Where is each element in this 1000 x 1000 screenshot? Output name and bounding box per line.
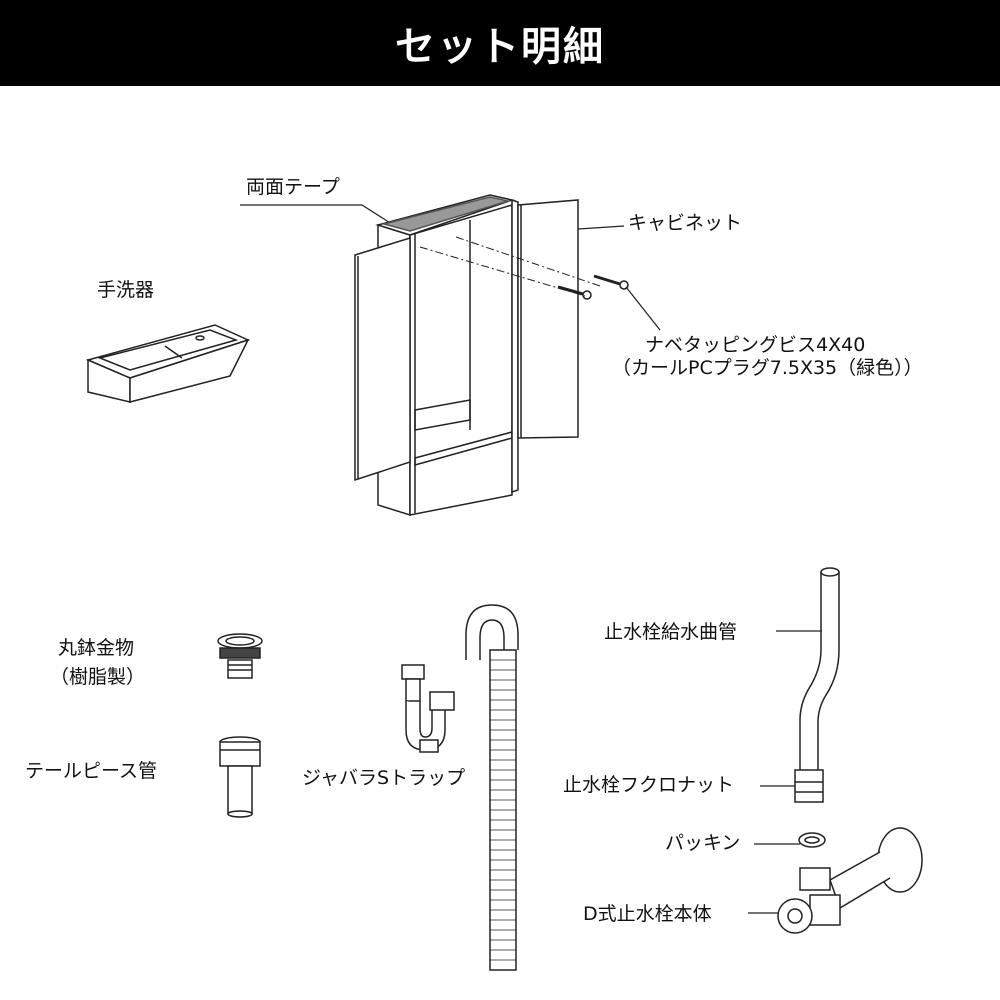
stop-valve-drawing — [777, 827, 923, 934]
cabinet-drawing — [354, 194, 629, 517]
supply-pipe-drawing — [794, 567, 840, 803]
s-trap-drawing — [401, 604, 519, 971]
label-screw: ナベタッピングビス4X40 — [645, 334, 866, 356]
drain-fitting-drawing — [217, 633, 263, 679]
page-title: セット明細 — [395, 24, 605, 70]
label-stop-valve-body: D式止水栓本体 — [583, 903, 712, 925]
label-packing: パッキン — [665, 832, 741, 854]
label-double-sided-tape: 両面テープ — [246, 176, 340, 198]
title-bar: セット明細 — [0, 0, 1000, 86]
label-cabinet: キャビネット — [628, 212, 743, 234]
tailpiece-drawing — [219, 736, 261, 818]
leader-lines — [240, 204, 822, 914]
label-hand-basin: 手洗器 — [97, 279, 155, 301]
label-tailpiece: テールピース管 — [25, 760, 158, 782]
label-cap-nut: 止水栓フクロナット — [563, 774, 735, 796]
hand-basin-drawing — [85, 324, 251, 403]
label-drain-fitting: 丸鉢金物 — [58, 637, 135, 659]
label-screw-plug: （カールPCプラグ7.5X35（緑色）） — [612, 357, 923, 379]
packing-drawing — [798, 832, 826, 848]
label-drain-fitting-material: （樹脂製） — [50, 666, 146, 688]
label-s-trap: ジャバラSトラップ — [302, 767, 466, 789]
label-supply-pipe: 止水栓給水曲管 — [604, 621, 738, 643]
